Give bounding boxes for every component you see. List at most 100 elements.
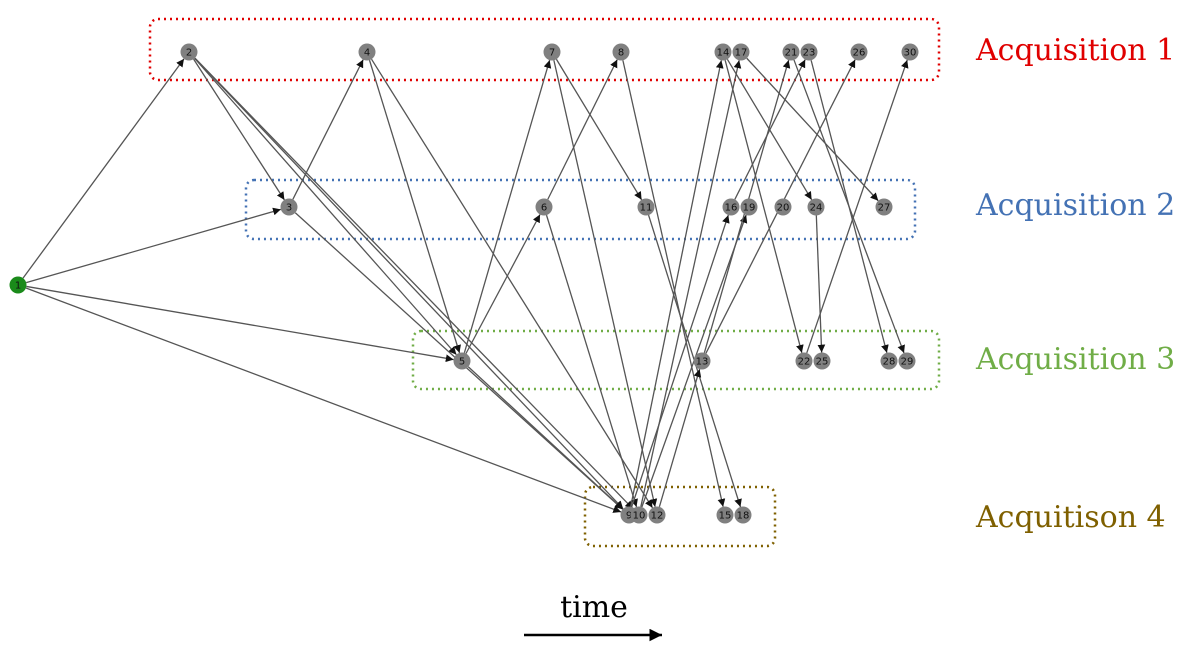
node-circle: [180, 43, 198, 61]
acquisition-2-label: Acquisition 2: [975, 188, 1175, 223]
node-circle: [813, 352, 831, 370]
node-circle: [850, 43, 868, 61]
node-circle: [901, 43, 919, 61]
node-circle: [795, 352, 813, 370]
edge-2-to-3: [193, 58, 285, 201]
node-label: 4: [364, 48, 370, 59]
node-17: 17: [732, 43, 750, 61]
node-18: 18: [734, 506, 752, 524]
node-label: 27: [878, 203, 891, 214]
node-label: 9: [626, 511, 632, 522]
node-circle: [714, 43, 732, 61]
node-circle: [880, 352, 898, 370]
time-axis: time: [524, 590, 662, 642]
node-circle: [358, 43, 376, 61]
edge-3-to-4: [292, 59, 364, 200]
node-circle: [693, 352, 711, 370]
node-circle: [898, 352, 916, 370]
edge-17-to-27: [746, 57, 879, 202]
node-22: 22: [795, 352, 813, 370]
node-5: 5: [453, 352, 471, 370]
node-label: 19: [743, 203, 756, 214]
edge-1-to-2: [22, 58, 185, 279]
node-label: 22: [798, 357, 811, 368]
edge-2-to-10: [194, 57, 634, 510]
node-circle: [782, 43, 800, 61]
node-10: 10: [630, 506, 648, 524]
node-25: 25: [813, 352, 831, 370]
node-label: 26: [853, 48, 866, 59]
node-20: 20: [774, 198, 792, 216]
edge-2-to-9: [194, 57, 624, 510]
edge-1-to-5: [26, 285, 454, 363]
node-circle: [875, 198, 893, 216]
node-label: 14: [717, 48, 730, 59]
node-circle: [543, 43, 561, 61]
node-circle: [630, 506, 648, 524]
acquisition-3-label: Acquisition 3: [975, 342, 1175, 377]
node-2: 2: [180, 43, 198, 61]
node-label: 23: [803, 48, 816, 59]
acquisition-4-label: Acquitison 4: [975, 500, 1166, 535]
node-label: 16: [725, 203, 738, 214]
node-label: 11: [640, 203, 653, 214]
edge-16-to-23: [734, 59, 806, 200]
node-6: 6: [535, 198, 553, 216]
node-circle: [800, 43, 818, 61]
node-1: 1: [9, 276, 27, 294]
node-label: 29: [901, 357, 914, 368]
node-label: 10: [633, 511, 646, 522]
edge-24-to-25: [815, 215, 826, 353]
node-circle: [637, 198, 655, 216]
edge-9-to-14: [630, 60, 724, 507]
edge-6-to-10: [545, 214, 638, 508]
edge-1-to-3: [25, 207, 282, 284]
edge-4-to-12: [370, 58, 654, 509]
node-29: 29: [898, 352, 916, 370]
root-node-circle: [9, 276, 27, 294]
node-circle: [774, 198, 792, 216]
node-label: 18: [737, 511, 750, 522]
node-28: 28: [880, 352, 898, 370]
node-label: 2: [186, 48, 192, 59]
node-circle: [734, 506, 752, 524]
edge-6-to-8: [547, 59, 618, 200]
node-23: 23: [800, 43, 818, 61]
edge-22-to-30: [806, 59, 909, 354]
node-label: 28: [883, 357, 896, 368]
acquisition-labels: Acquisition 1 Acquisition 2 Acquisition …: [975, 33, 1175, 535]
node-label: 5: [459, 357, 465, 368]
edge-7-to-11: [555, 58, 643, 201]
node-label: 3: [286, 203, 292, 214]
edge-10-to-17: [640, 60, 742, 507]
acquisition-3-box: [411, 329, 941, 391]
node-label: 12: [651, 511, 664, 522]
node-label: 21: [785, 48, 798, 59]
node-label: 1: [15, 281, 21, 292]
node-26: 26: [850, 43, 868, 61]
edge-8-to-15: [622, 60, 726, 507]
node-circle: [807, 198, 825, 216]
node-4: 4: [358, 43, 376, 61]
node-circle: [648, 506, 666, 524]
node-label: 7: [549, 48, 555, 59]
node-24: 24: [807, 198, 825, 216]
acquisition-1-box: [148, 17, 941, 82]
edge-14-to-22: [724, 60, 804, 353]
node-circle: [612, 43, 630, 61]
node-circle: [453, 352, 471, 370]
node-label: 13: [696, 357, 709, 368]
node-21: 21: [782, 43, 800, 61]
node-8: 8: [612, 43, 630, 61]
edge-2-to-5: [194, 57, 457, 356]
node-label: 8: [618, 48, 624, 59]
node-16: 16: [722, 198, 740, 216]
node-13: 13: [693, 352, 711, 370]
node-circle: [716, 506, 734, 524]
edges-layer: [22, 57, 909, 513]
edge-1-to-9: [25, 287, 622, 513]
node-label: 20: [777, 203, 790, 214]
edge-4-to-5: [368, 59, 461, 354]
